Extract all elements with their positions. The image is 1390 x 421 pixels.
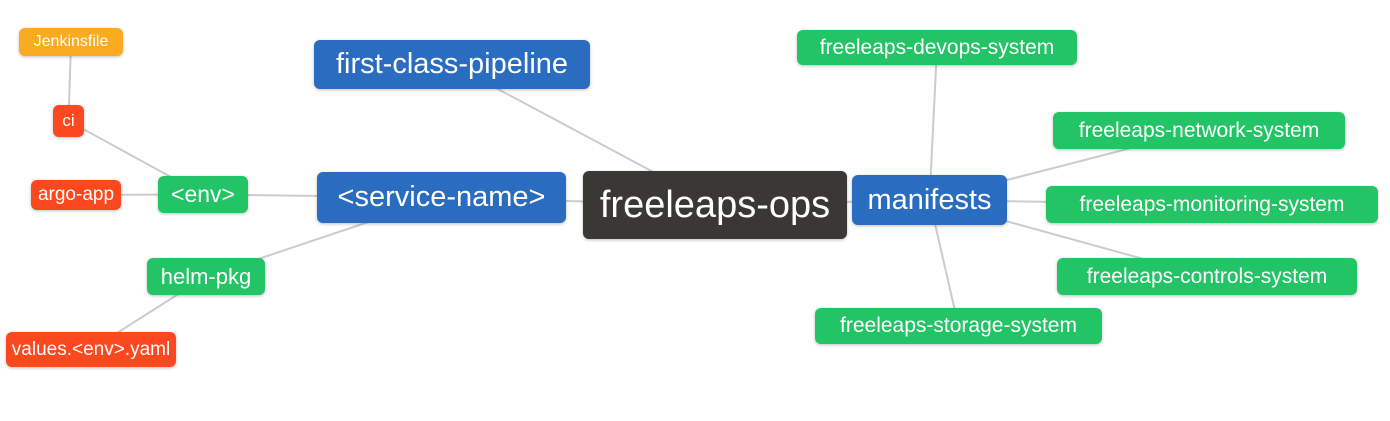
mindmap-node-freeleaps-monitoring-system[interactable]: freeleaps-monitoring-system — [1046, 186, 1378, 223]
mindmap-node-freeleaps-devops-system[interactable]: freeleaps-devops-system — [797, 30, 1077, 65]
mindmap-node-freeleaps-network-system[interactable]: freeleaps-network-system — [1053, 112, 1345, 149]
mindmap-node-freeleaps-ops[interactable]: freeleaps-ops — [583, 171, 847, 239]
mindmap-node-freeleaps-storage-system[interactable]: freeleaps-storage-system — [815, 308, 1102, 344]
mindmap-node-ci[interactable]: ci — [53, 105, 84, 137]
mindmap-node-env[interactable]: <env> — [158, 176, 248, 213]
mindmap-node-service-name[interactable]: <service-name> — [317, 172, 566, 223]
mindmap-node-jenkinsfile[interactable]: Jenkinsfile — [19, 28, 123, 56]
mindmap-node-first-class-pipeline[interactable]: first-class-pipeline — [314, 40, 590, 89]
mindmap-node-argo-app[interactable]: argo-app — [31, 180, 121, 210]
edge-manifests--freeleaps-devops-system — [928, 47, 938, 201]
mindmap-node-freeleaps-controls-system[interactable]: freeleaps-controls-system — [1057, 258, 1357, 295]
mindmap-node-manifests[interactable]: manifests — [852, 175, 1007, 225]
mindmap-node-helm-pkg[interactable]: helm-pkg — [147, 258, 265, 295]
mindmap-node-values-env-yaml[interactable]: values.<env>.yaml — [6, 332, 176, 367]
